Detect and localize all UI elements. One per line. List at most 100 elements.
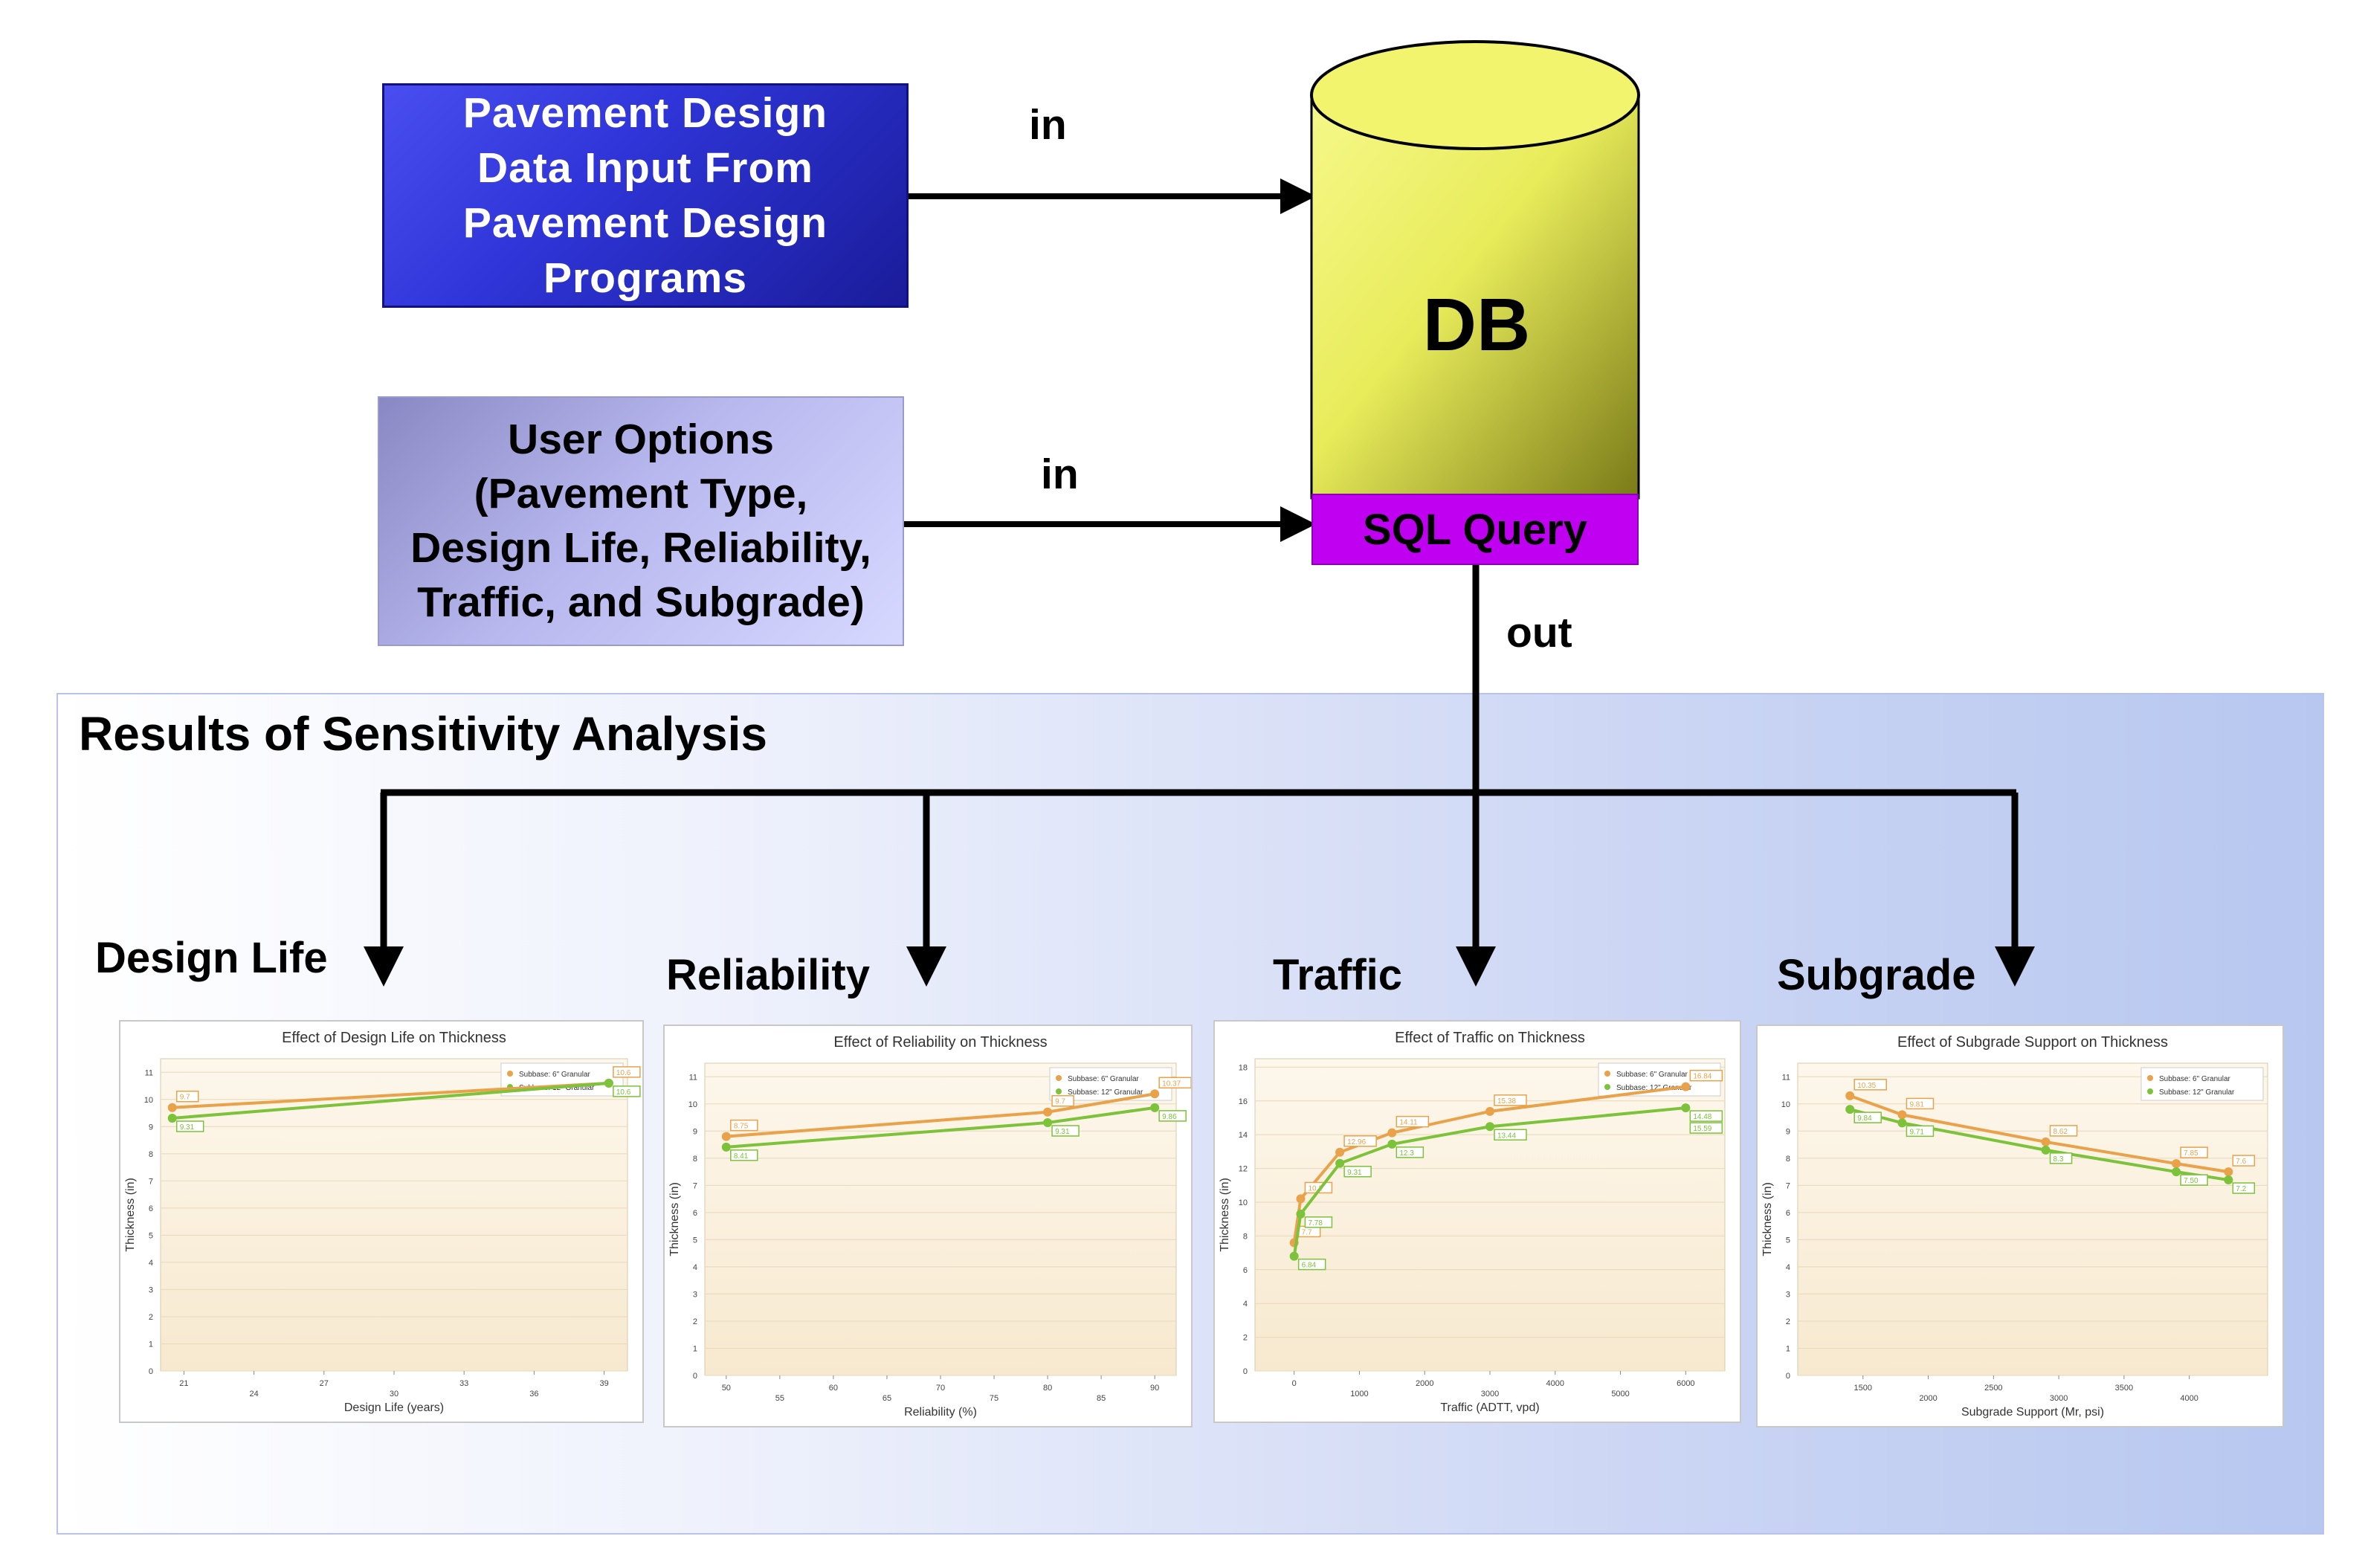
data-label-box bbox=[1343, 1166, 1372, 1178]
data-label-box bbox=[1689, 1069, 1723, 1082]
data-point bbox=[1289, 1251, 1299, 1261]
y-tick-label: 1 bbox=[149, 1340, 153, 1349]
pavement-design-input-box: Pavement Design Data Input From Pavement… bbox=[382, 83, 909, 308]
y-tick-label: 0 bbox=[1786, 1372, 1790, 1381]
data-point bbox=[1335, 1147, 1345, 1157]
x-tick-label: 0 bbox=[1292, 1379, 1297, 1388]
data-label-box bbox=[613, 1085, 641, 1097]
x-axis-label: Traffic (ADTT, vpd) bbox=[1440, 1401, 1539, 1414]
y-tick-label: 7 bbox=[1786, 1181, 1790, 1190]
data-label: 9.81 bbox=[1909, 1100, 1924, 1109]
data-label: 7.2 bbox=[2236, 1185, 2246, 1193]
data-point bbox=[721, 1132, 731, 1141]
x-tick-label: 3000 bbox=[1481, 1390, 1499, 1398]
data-label: 10.2 bbox=[1308, 1184, 1323, 1193]
x-tick-label: 27 bbox=[320, 1379, 329, 1388]
x-tick-label: 65 bbox=[883, 1394, 891, 1403]
data-label-box bbox=[175, 1120, 204, 1132]
y-tick-label: 9 bbox=[693, 1127, 697, 1136]
data-label: 15.38 bbox=[1497, 1097, 1516, 1106]
x-tick-label: 4000 bbox=[1546, 1379, 1564, 1388]
x-tick-label: 60 bbox=[829, 1384, 838, 1393]
data-point bbox=[1150, 1103, 1160, 1112]
data-label: 9.71 bbox=[1909, 1128, 1924, 1136]
data-point bbox=[1043, 1117, 1053, 1127]
data-point bbox=[2172, 1167, 2181, 1177]
y-tick-label: 11 bbox=[689, 1073, 697, 1082]
y-tick-label: 2 bbox=[149, 1313, 153, 1322]
y-tick-label: 11 bbox=[145, 1068, 153, 1077]
data-label: 9.7 bbox=[180, 1094, 190, 1102]
data-point bbox=[1681, 1082, 1691, 1091]
data-label-box bbox=[2232, 1155, 2256, 1167]
data-label: 10.6 bbox=[616, 1088, 631, 1097]
data-point bbox=[1296, 1194, 1306, 1204]
y-tick-label: 6 bbox=[1786, 1209, 1790, 1218]
y-axis-label: Thickness (in) bbox=[124, 1178, 137, 1252]
plot-area bbox=[160, 1058, 628, 1372]
plot-area bbox=[704, 1062, 1177, 1376]
y-tick-label: 5 bbox=[1786, 1236, 1790, 1245]
y-tick-label: 10 bbox=[688, 1100, 697, 1109]
y-tick-label: 6 bbox=[1243, 1266, 1248, 1275]
series-line bbox=[172, 1081, 609, 1109]
y-tick-label: 2 bbox=[693, 1317, 697, 1326]
data-label: 9.7 bbox=[1055, 1098, 1065, 1106]
data-label-box bbox=[1051, 1094, 1074, 1107]
chart-title: Effect of Subgrade Support on Thickness bbox=[1897, 1034, 2168, 1051]
x-tick-label: 39 bbox=[599, 1379, 608, 1388]
data-point bbox=[1296, 1209, 1306, 1219]
legend-entry: Subbase: 6" Granular bbox=[1068, 1075, 1140, 1083]
data-label: 9.84 bbox=[1857, 1114, 1872, 1123]
y-tick-label: 1 bbox=[1786, 1344, 1790, 1353]
in-label-top: in bbox=[1029, 101, 1067, 149]
y-tick-label: 0 bbox=[1243, 1367, 1248, 1376]
data-point bbox=[1387, 1139, 1397, 1149]
data-label: 7.78 bbox=[1308, 1219, 1323, 1227]
data-label: 16.84 bbox=[1693, 1073, 1711, 1081]
y-tick-label: 10 bbox=[1781, 1100, 1790, 1109]
data-label: 8.62 bbox=[2053, 1128, 2068, 1136]
y-tick-label: 12 bbox=[1239, 1165, 1248, 1174]
x-tick-label: 24 bbox=[249, 1390, 258, 1398]
data-label-box bbox=[1396, 1115, 1430, 1128]
data-label: 12.96 bbox=[1347, 1138, 1366, 1146]
results-title: Results of Sensitivity Analysis bbox=[79, 707, 767, 761]
x-tick-label: 5000 bbox=[1611, 1390, 1629, 1398]
section-label-traffic: Traffic bbox=[1273, 951, 1403, 999]
options-line: (Pavement Type, bbox=[474, 470, 808, 517]
data-label-box bbox=[1343, 1135, 1377, 1147]
y-axis-label: Thickness (in) bbox=[1219, 1178, 1231, 1252]
plot-area bbox=[1797, 1062, 2268, 1376]
data-label-box bbox=[2049, 1152, 2073, 1164]
data-label: 10.37 bbox=[1162, 1080, 1181, 1088]
data-label: 13.44 bbox=[1497, 1132, 1516, 1140]
data-point bbox=[1387, 1128, 1397, 1138]
data-point bbox=[2041, 1137, 2051, 1146]
data-point bbox=[721, 1142, 731, 1152]
y-tick-label: 3 bbox=[693, 1290, 697, 1299]
data-label-box bbox=[1297, 1258, 1326, 1271]
data-point bbox=[2224, 1175, 2233, 1185]
data-label: 7.85 bbox=[2184, 1149, 2198, 1158]
x-tick-label: 50 bbox=[722, 1384, 731, 1393]
x-tick-label: 33 bbox=[459, 1379, 468, 1388]
series-line bbox=[1292, 1106, 1686, 1256]
data-label: 7.7 bbox=[1302, 1228, 1312, 1236]
y-tick-label: 4 bbox=[1786, 1263, 1790, 1272]
plot-area bbox=[1254, 1058, 1726, 1372]
input-line: Pavement Design bbox=[462, 89, 828, 137]
y-tick-label: 10 bbox=[1239, 1198, 1248, 1207]
x-tick-label: 30 bbox=[390, 1390, 399, 1398]
y-tick-label: 9 bbox=[1786, 1127, 1790, 1136]
legend-marker bbox=[1056, 1075, 1062, 1081]
y-tick-label: 3 bbox=[149, 1285, 153, 1294]
data-label-box bbox=[1304, 1216, 1333, 1228]
chart-title: Effect of Reliability on Thickness bbox=[833, 1034, 1047, 1051]
legend-entry: Subbase: 6" Granular bbox=[519, 1071, 591, 1079]
y-tick-label: 4 bbox=[693, 1263, 697, 1272]
x-tick-label: 75 bbox=[990, 1394, 998, 1403]
